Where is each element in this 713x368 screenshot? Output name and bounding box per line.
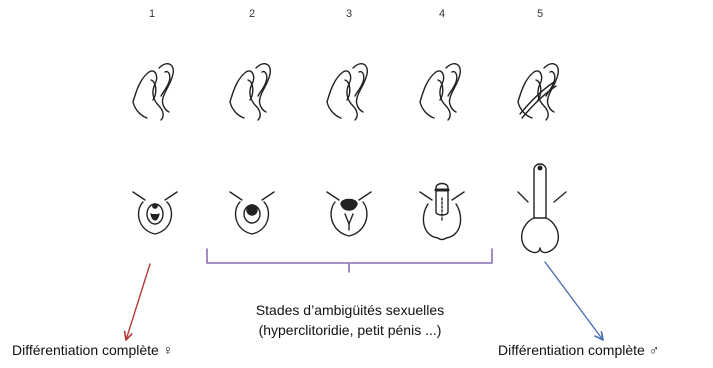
sagittal-view-2 — [230, 64, 270, 120]
male-arrow — [545, 262, 603, 340]
sagittal-view-3 — [327, 64, 367, 120]
caption-line-1: Stades d’ambigüités sexuelles — [200, 300, 500, 320]
perineal-view-5 — [518, 164, 566, 253]
female-differentiation-label: Différentiation complète ♀ — [12, 342, 173, 358]
ambiguity-bracket — [207, 249, 492, 272]
perineal-view-1 — [133, 192, 177, 234]
female-arrow — [126, 264, 150, 340]
perineal-view-2 — [230, 192, 274, 234]
ambiguity-caption: Stades d’ambigüités sexuelles (hyperclit… — [200, 300, 500, 340]
sagittal-view-5 — [518, 64, 558, 120]
caption-line-2: (hyperclitoridie, petit pénis ...) — [200, 320, 500, 340]
male-differentiation-label: Différentiation complète ♂ — [498, 342, 659, 358]
sagittal-view-1 — [133, 64, 173, 120]
perineal-view-4 — [420, 184, 464, 240]
sagittal-view-4 — [420, 64, 460, 120]
perineal-view-3 — [327, 192, 371, 236]
